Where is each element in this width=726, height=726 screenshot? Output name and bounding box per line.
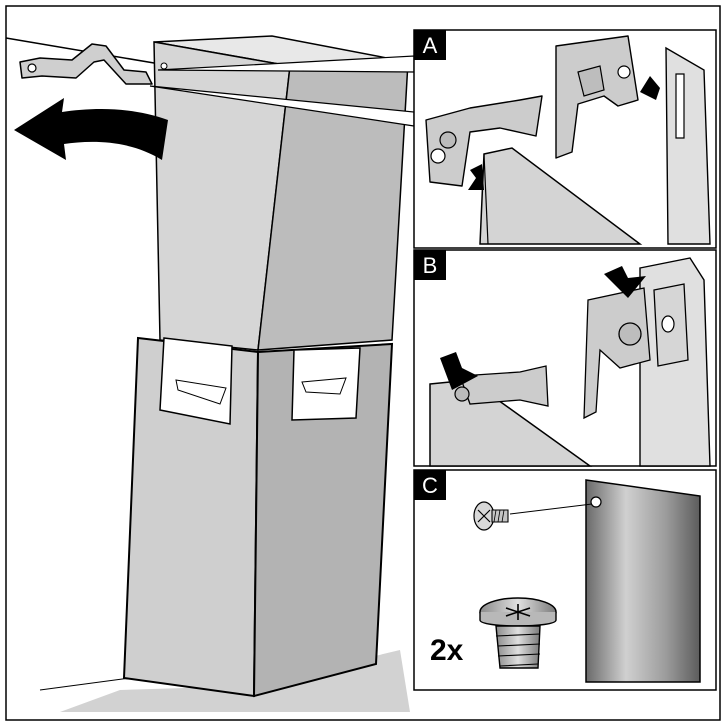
floor-line bbox=[39, 677, 131, 691]
arrow-b-left-icon bbox=[440, 352, 478, 390]
tape-right bbox=[291, 347, 361, 421]
panel-c: C 2x bbox=[413, 469, 717, 691]
duct-hole-icon bbox=[160, 62, 168, 70]
pull-direction-arrow-icon bbox=[14, 98, 168, 160]
small-screw-icon bbox=[473, 501, 509, 531]
panel-b: B bbox=[413, 249, 717, 467]
lower-duct-side bbox=[252, 342, 394, 698]
leader-line bbox=[509, 503, 593, 515]
screw-quantity: 2x bbox=[430, 634, 464, 667]
arrow-right-bracket-icon bbox=[640, 76, 660, 100]
panel-a-label: A bbox=[423, 33, 438, 58]
panel-c-label: C bbox=[422, 473, 438, 498]
wall-bracket bbox=[19, 43, 153, 85]
panel-a: A bbox=[413, 29, 717, 249]
bracket-screw-icon bbox=[27, 63, 37, 73]
large-screw-icon bbox=[479, 597, 557, 669]
tape-left bbox=[159, 337, 233, 425]
arrow-left-bracket-icon bbox=[468, 164, 484, 190]
panel-b-label: B bbox=[423, 253, 438, 278]
hood-shadow bbox=[60, 650, 410, 712]
duct-plate bbox=[585, 479, 701, 683]
plate-screw-hole-icon bbox=[590, 496, 602, 508]
arrow-b-right-icon bbox=[604, 266, 646, 298]
main-scene bbox=[5, 35, 415, 712]
